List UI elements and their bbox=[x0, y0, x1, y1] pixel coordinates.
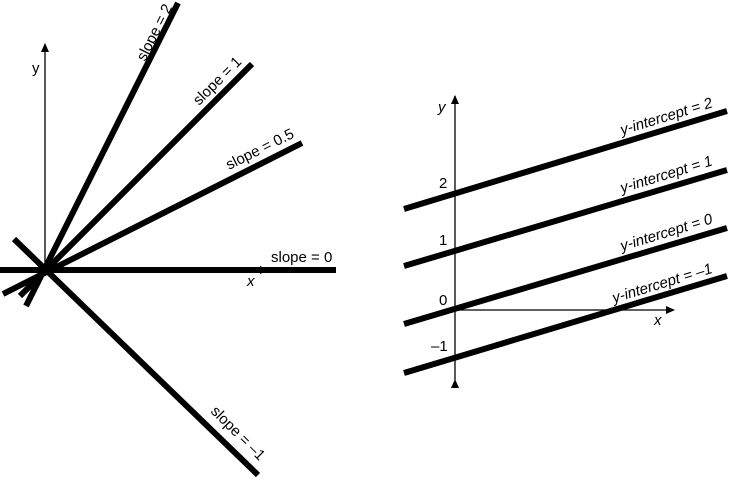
tick-label-2: 2 bbox=[439, 175, 447, 192]
right-x-axis-label: x bbox=[653, 312, 662, 329]
tick-label-0: 0 bbox=[439, 292, 447, 309]
line-slope-2 bbox=[23, 1, 181, 308]
left-panel: y x slope = 2 slope = 1 slope = 0.5 slop… bbox=[0, 1, 336, 478]
left-y-axis-label: y bbox=[32, 60, 40, 77]
line-intercept-0 bbox=[403, 225, 728, 327]
tick-label-1: 1 bbox=[439, 232, 447, 249]
line-intercept-neg1 bbox=[403, 273, 728, 376]
line-slope-neg1 bbox=[11, 236, 261, 478]
right-y-axis-label: y bbox=[437, 99, 447, 116]
line-slope-1 bbox=[17, 61, 255, 299]
line-intercept-1 bbox=[403, 167, 728, 269]
label-slope-0: slope = 0 bbox=[271, 249, 332, 266]
left-x-axis-label: x bbox=[246, 273, 255, 290]
right-panel: y x 2 1 0 –1 y-intercept = 2 y-intercept… bbox=[403, 94, 728, 388]
line-intercept-2 bbox=[403, 108, 728, 212]
tick-label-neg1: –1 bbox=[431, 338, 448, 355]
